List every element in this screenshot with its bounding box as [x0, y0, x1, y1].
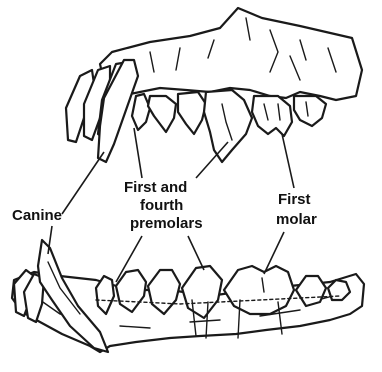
upper-molar-2	[294, 96, 326, 126]
upper-premolar-1	[132, 94, 150, 130]
upper-premolar-3	[178, 92, 206, 134]
label-premolars-line3: premolars	[130, 215, 203, 232]
lower-jaw	[12, 240, 364, 352]
label-canine: Canine	[12, 152, 104, 254]
label-premolars: First and fourth premolars	[116, 128, 228, 282]
upper-jaw-bone	[100, 8, 362, 100]
upper-premolar-2	[148, 96, 176, 132]
label-molar-line2: molar	[276, 211, 317, 228]
lower-molar-1	[224, 266, 294, 314]
label-premolars-line1: First and	[124, 179, 187, 196]
label-molar-line1: First	[278, 191, 311, 208]
label-premolars-line2: fourth	[140, 197, 183, 214]
upper-jaw	[66, 8, 362, 162]
canine-leader-line	[48, 152, 104, 254]
label-canine-text: Canine	[12, 207, 62, 224]
label-molar: First molar	[264, 134, 317, 274]
upper-molar-1	[252, 96, 292, 136]
